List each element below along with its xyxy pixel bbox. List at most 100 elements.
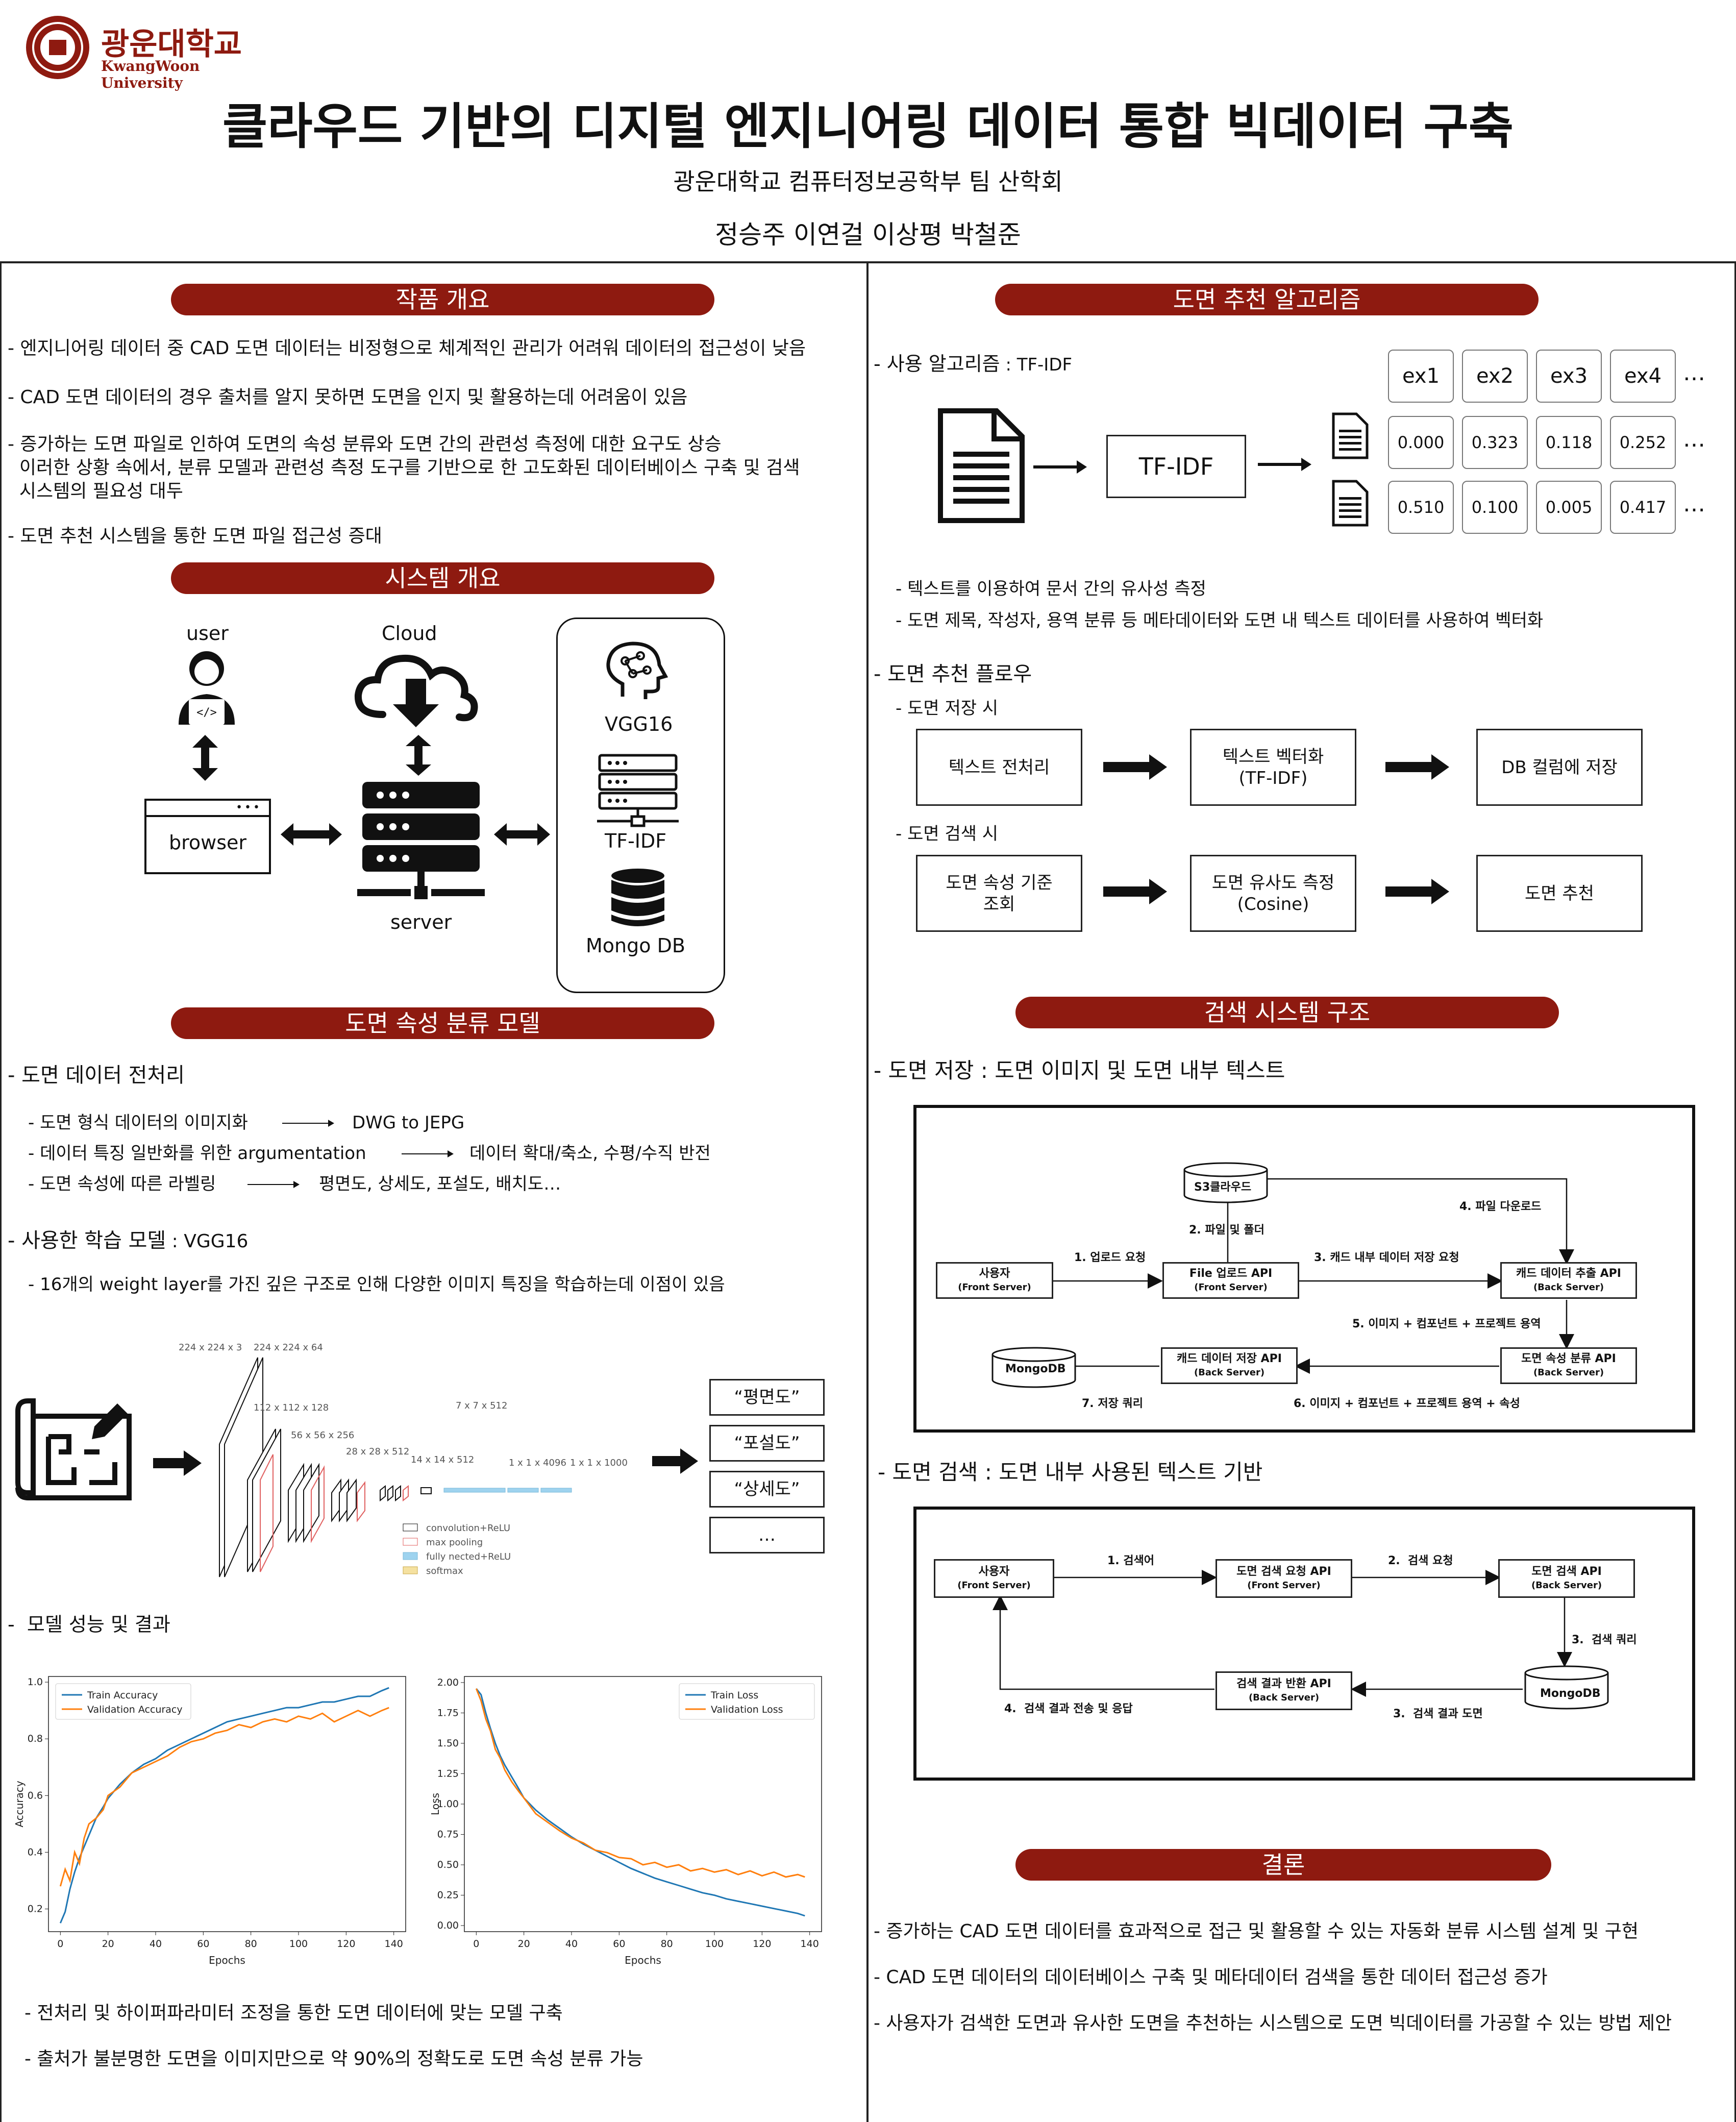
use-algorithm-label: - 사용 알고리즘: [874, 353, 1000, 375]
x-tick-label: 20: [518, 1938, 530, 1950]
s3-cloud-label: S3클라우드: [1194, 1181, 1252, 1194]
tfidf-label: TF-IDF: [605, 830, 667, 852]
cad-save-api-node: 캐드 데이터 저장 API(Back Server): [1161, 1347, 1298, 1384]
svg-text:</>: </>: [196, 706, 217, 719]
search-system-heading: 검색 시스템 구조: [1015, 997, 1559, 1028]
flow-title: - 도면 추천 플로우: [874, 662, 1032, 686]
user-front-node: 사용자(Front Server): [936, 1262, 1053, 1299]
legend-box: [679, 1683, 815, 1720]
use-algorithm: - 사용 알고리즘 : TF-IDF: [874, 352, 1072, 377]
overview-bullet: 시스템의 필요성 대두: [8, 481, 183, 502]
tfidf-value-cell: 0.000: [1388, 416, 1454, 469]
ex-header-cell: ex3: [1536, 350, 1602, 403]
conclusion-bullet: - 증가하는 CAD 도면 데이터를 효과적으로 접근 및 활용할 수 있는 자…: [874, 1921, 1639, 1942]
arrow-right-bold-icon: [1385, 879, 1449, 904]
conclusion-bullet: - 사용자가 검색한 도면과 유사한 도면을 추천하는 시스템으로 도면 빅데이…: [874, 2013, 1672, 2034]
edge-label: 4. 파일 다운로드: [1459, 1200, 1542, 1213]
tfidf-value-cell: 0.417: [1610, 481, 1676, 534]
conclusion-heading: 결론: [1015, 1849, 1551, 1881]
algorithm-heading: 도면 추천 알고리즘: [995, 284, 1539, 315]
frame-right: [1734, 261, 1736, 2122]
vgg-dim-label: 28 x 28 x 512: [346, 1446, 410, 1457]
cloud-label: Cloud: [382, 622, 437, 645]
edge-label: 7. 저장 쿼리: [1082, 1397, 1143, 1410]
output-label-box: …: [709, 1517, 825, 1553]
tfidf-value-cell: 0.100: [1462, 481, 1528, 534]
preprocess-item: - 도면 형식 데이터의 이미지화: [28, 1113, 248, 1133]
browser-label: browser: [168, 831, 247, 854]
legend-box: [55, 1683, 191, 1720]
document-icon: [938, 408, 1025, 523]
search-user-node: 사용자(Front Server): [934, 1559, 1054, 1598]
vgg16-architecture-diagram: [219, 1357, 572, 1577]
mongodb-icon: [991, 1347, 1076, 1388]
vgg-legend-label: softmax: [426, 1566, 463, 1576]
x-tick-label: 0: [57, 1938, 63, 1950]
y-tick-label: 1.25: [437, 1768, 459, 1779]
vgg-dim-label: 112 x 112 x 128: [254, 1402, 329, 1413]
tfidf-server-icon: [597, 754, 679, 827]
vgg-dim-label: 14 x 14 x 512: [411, 1454, 475, 1465]
output-label-box: “평면도”: [709, 1379, 825, 1416]
ellipsis: …: [1683, 426, 1705, 452]
flow-step-box: DB 컬럼에 저장: [1476, 729, 1643, 806]
browser-titlebar: [146, 801, 269, 817]
legend-label: Validation Loss: [711, 1704, 783, 1715]
series-line: [59, 1687, 389, 1923]
algorithm-desc: - 도면 제목, 작성자, 용역 분류 등 메타데이터와 도면 내 텍스트 데이…: [896, 610, 1544, 631]
overview-bullet: - 엔지니어링 데이터 중 CAD 도면 데이터는 비정형으로 체계적인 관리가…: [8, 338, 806, 359]
x-tick-label: 100: [705, 1938, 724, 1950]
tfidf-value-cell: 0.005: [1536, 481, 1602, 534]
y-tick-label: 0.4: [28, 1846, 43, 1858]
y-tick-label: 1.0: [28, 1676, 43, 1688]
preprocess-result: 평면도, 상세도, 포설도, 배치도…: [319, 1174, 561, 1194]
learn-model-desc: - 16개의 weight layer를 가진 깊은 구조로 인해 다양한 이미…: [28, 1274, 725, 1295]
arrow-right-bold-icon: [153, 1450, 202, 1476]
mongodb-label: MongoDB: [1005, 1363, 1066, 1375]
store-diagram-frame: [913, 1105, 1695, 1433]
flow-step-label: 텍스트 전처리: [948, 757, 1050, 778]
overview-bullet: - 도면 추천 시스템을 통한 도면 파일 접근성 증대: [8, 526, 382, 547]
x-tick-label: 0: [473, 1938, 479, 1950]
y-tick-label: 0.2: [28, 1904, 43, 1915]
y-tick-label: 0.00: [437, 1920, 459, 1931]
arrow-right-thin-icon: [282, 1120, 334, 1127]
logo-korean: 광운대학교: [101, 27, 242, 62]
store-value: : 도면 이미지 및 도면 내부 텍스트: [974, 1058, 1285, 1083]
x-tick-label: 40: [565, 1938, 578, 1950]
use-algorithm-value: : TF-IDF: [1000, 355, 1073, 375]
x-axis-label: Epochs: [625, 1954, 661, 1966]
cad-extract-api-node: 캐드 데이터 추출 API(Back Server): [1500, 1262, 1637, 1299]
x-tick-label: 40: [150, 1938, 162, 1950]
y-tick-label: 0.50: [437, 1859, 459, 1870]
ai-head-icon: [606, 641, 668, 699]
ex-header-cell: ex2: [1462, 350, 1528, 403]
series-line: [475, 1688, 805, 1878]
classify-api-node: 도면 속성 분류 API(Back Server): [1500, 1347, 1637, 1384]
preprocess-item: - 도면 속성에 따른 라벨링: [28, 1174, 216, 1194]
x-tick-label: 80: [661, 1938, 673, 1950]
flow-step-label: 도면 추천: [1525, 883, 1594, 904]
arrow-right-icon: [1033, 460, 1087, 474]
search-flow-title: - 도면 검색 시: [896, 824, 999, 844]
poster-title: 클라우드 기반의 디지털 엔지니어링 데이터 통합 빅데이터 구축: [222, 98, 1514, 155]
output-label-box: “포설도”: [709, 1425, 825, 1462]
vgg-legend-label: fully nected+ReLU: [426, 1551, 511, 1562]
y-tick-label: 0.6: [28, 1790, 43, 1801]
y-tick-label: 2.00: [437, 1677, 459, 1688]
algorithm-desc: - 텍스트를 이용하여 문서 간의 유사성 측정: [896, 579, 1206, 599]
x-tick-label: 120: [337, 1938, 355, 1950]
y-tick-label: 1.75: [437, 1707, 459, 1718]
x-tick-label: 80: [245, 1938, 257, 1950]
edge-label: 3. 검색 결과 도면: [1393, 1708, 1483, 1720]
flow-step-box: 텍스트 전처리: [916, 729, 1082, 806]
performance-title: - 모델 성능 및 결과: [8, 1613, 170, 1636]
user-developer-icon: </>: [179, 651, 235, 725]
browser-dots-icon: •••: [236, 801, 262, 814]
conclusion-bullet: - CAD 도면 데이터의 데이터베이스 구축 및 메타데이터 검색을 통한 데…: [874, 1967, 1548, 1988]
ex-header-cell: ex4: [1610, 350, 1676, 403]
vgg-dim-label: 56 x 56 x 256: [291, 1430, 355, 1441]
find-value: : 도면 내부 사용된 텍스트 기반: [978, 1460, 1263, 1485]
search-api-node: 도면 검색 API(Back Server): [1498, 1559, 1635, 1598]
